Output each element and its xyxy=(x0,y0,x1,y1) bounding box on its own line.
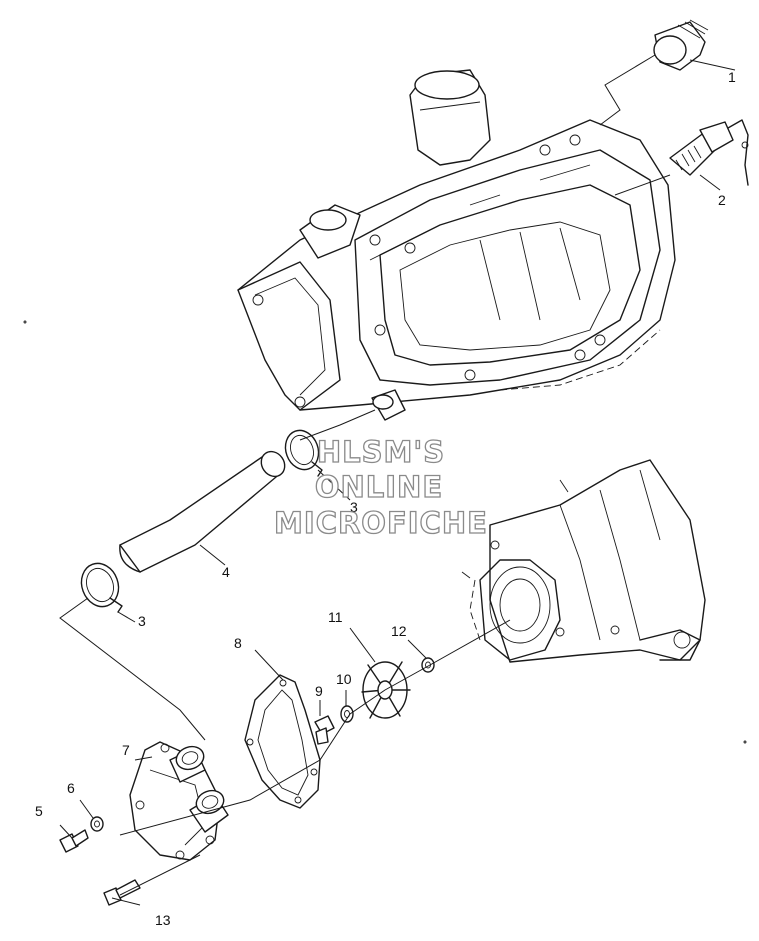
part-3-clamp-lower xyxy=(80,562,123,613)
part-9-bolt xyxy=(314,715,335,745)
callouts: 1 2 3 3 4 5 6 7 8 9 10 11 12 13 xyxy=(35,69,736,928)
callout-10: 10 xyxy=(336,671,352,687)
callout-2: 2 xyxy=(718,192,726,208)
callout-12: 12 xyxy=(391,623,407,639)
callout-9: 9 xyxy=(315,683,323,699)
part-7-pump-cover xyxy=(129,741,229,861)
crankcase xyxy=(461,459,706,663)
part-13-bolt xyxy=(103,879,141,906)
callout-4: 4 xyxy=(222,564,230,580)
callout-8: 8 xyxy=(234,635,242,651)
part-8-gasket xyxy=(244,674,321,809)
callout-11: 11 xyxy=(328,609,343,625)
callout-13: 13 xyxy=(155,912,171,928)
cylinder-head xyxy=(237,69,676,421)
part-6-washer xyxy=(90,816,104,832)
leader-lines xyxy=(23,54,747,906)
watermark-line-3: MICROFICHE xyxy=(274,506,488,540)
watermark: HLSM'S ONLINE MICROFICHE xyxy=(273,434,488,540)
watermark-line-1: HLSM'S xyxy=(317,435,445,469)
part-10-washer xyxy=(340,705,354,723)
watermark-line-2: ONLINE xyxy=(315,470,443,504)
part-4-hose xyxy=(119,450,286,573)
part-1-cap xyxy=(653,19,709,71)
callout-5: 5 xyxy=(35,803,43,819)
callout-7: 7 xyxy=(122,742,130,758)
callout-3-lower: 3 xyxy=(138,613,146,629)
part-3-clamp-upper xyxy=(284,429,323,477)
callout-1: 1 xyxy=(728,69,736,85)
part-2-sensor xyxy=(669,119,749,186)
callout-3-upper: 3 xyxy=(350,499,358,515)
part-12-nut xyxy=(421,657,435,673)
callout-6: 6 xyxy=(67,780,75,796)
part-5-bolt xyxy=(59,829,89,853)
